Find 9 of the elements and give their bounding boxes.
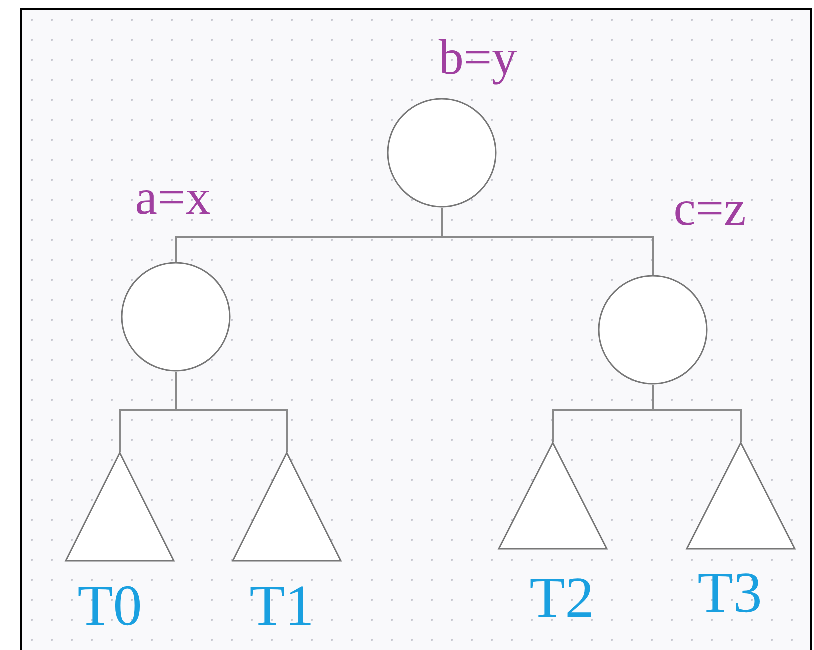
subtree-label: T0 [76,577,144,635]
subtree-label: T2 [528,569,596,627]
subtree-label: T1 [248,577,316,635]
node-label: a=x [134,172,212,222]
connector-line [175,372,288,452]
subtree-label: T3 [696,564,764,622]
connector-line [652,385,742,442]
node-label: c=z [672,183,748,233]
connector-line [441,208,654,275]
